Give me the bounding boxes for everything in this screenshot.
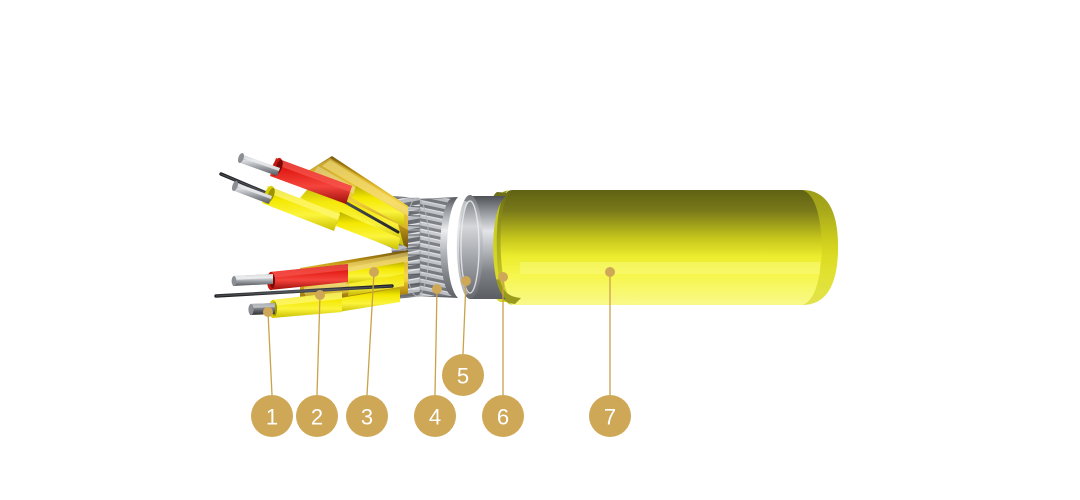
- leader-dot-7: [605, 267, 615, 277]
- leader-dot-6: [498, 272, 508, 282]
- callout-badge-7-label: 7: [604, 405, 616, 430]
- lower-twisted-pair: [214, 262, 404, 318]
- leader-line-4: [434, 288, 438, 396]
- callout-badge-5[interactable]: 5: [442, 354, 484, 396]
- leader-line-3: [366, 271, 375, 396]
- callout-badge-7[interactable]: 7: [589, 395, 631, 437]
- leader-line-2: [316, 294, 321, 396]
- callout-badge-4-label: 4: [429, 405, 441, 430]
- callout-badge-1-label: 1: [266, 405, 278, 430]
- leader-dot-1: [263, 307, 273, 317]
- upper-yellow-conductor: [231, 181, 400, 250]
- outer-jacket: [498, 190, 838, 305]
- callout-badge-4[interactable]: 4: [414, 395, 456, 437]
- callout-badges: 1 2 3 4 5 6 7: [251, 354, 631, 437]
- leader-dot-4: [432, 284, 442, 294]
- callout-badge-5-label: 5: [457, 364, 469, 389]
- callout-badge-6[interactable]: 6: [482, 395, 524, 437]
- leader-line-1: [267, 311, 273, 396]
- callout-badge-1[interactable]: 1: [251, 395, 293, 437]
- leader-dot-3: [369, 267, 379, 277]
- lower-red-conductor: [231, 262, 404, 290]
- callout-badge-6-label: 6: [497, 405, 509, 430]
- leader-dots: [263, 267, 615, 317]
- leader-dot-5: [461, 276, 471, 286]
- callout-badge-2[interactable]: 2: [296, 395, 338, 437]
- callout-badge-3[interactable]: 3: [346, 395, 388, 437]
- leader-dot-2: [315, 290, 325, 300]
- leader-lines: [267, 271, 611, 396]
- leader-line-5: [462, 280, 467, 355]
- upper-twisted-pair: [219, 153, 404, 250]
- tape-wrap-layer: [452, 195, 506, 299]
- upper-red-conductor: [237, 153, 404, 226]
- callout-badge-3-label: 3: [361, 405, 373, 430]
- callout-badge-2-label: 2: [311, 405, 323, 430]
